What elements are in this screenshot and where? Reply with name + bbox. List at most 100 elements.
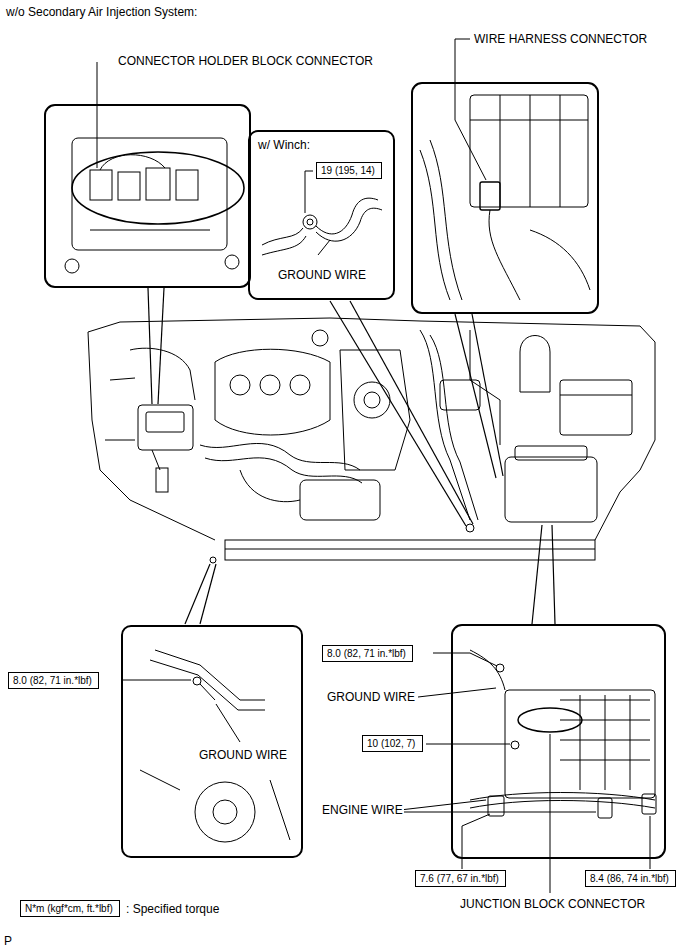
- wire-harness-detail: [455, 39, 486, 180]
- wire-harness-detail: [480, 182, 500, 210]
- engine-bay-illustration: [88, 332, 215, 540]
- ground-wire-detail: [123, 650, 290, 842]
- torque-value: 7.6 (77, 67 in.*lbf): [420, 872, 501, 885]
- engine-bay-illustration: [515, 446, 587, 460]
- engine-bay-illustration: [312, 330, 328, 346]
- engine-bay-illustration: [230, 375, 250, 395]
- engine-bay-illustration: [466, 524, 474, 532]
- junction-block-detail: [580, 695, 581, 790]
- callout-label: ENGINE WIRE: [321, 803, 404, 817]
- connector-holder-detail: [65, 259, 79, 273]
- engine-bay-illustration: [505, 457, 597, 522]
- connector-holder-detail: [72, 152, 244, 224]
- part-name: GROUND WIRE: [277, 268, 367, 282]
- detail-panel-outline: [45, 83, 665, 858]
- ground-wire-detail: [150, 660, 265, 710]
- page-code: P: [3, 934, 13, 948]
- callout-wedge-line: [350, 301, 473, 524]
- wire-harness-detail: [470, 120, 588, 121]
- detail-panel: w/ Winch: GROUND WIRE 19 (195, 14): [248, 130, 395, 300]
- callout-wedge-line: [158, 288, 164, 404]
- junction-block-detail: [518, 708, 582, 732]
- torque-box: 7.6 (77, 67 in.*lbf): [415, 870, 506, 887]
- callout-wedge-line: [185, 564, 210, 624]
- torque-value: 10 (102, 7): [367, 737, 418, 750]
- wire-harness-detail: [430, 140, 462, 300]
- engine-bay-illustration: [560, 380, 632, 435]
- ground-wire-detail: [213, 800, 237, 824]
- wire-harness-detail: [530, 95, 531, 207]
- wire-harness-detail: [470, 95, 588, 207]
- engine-bay-illustration: [105, 440, 135, 441]
- torque-value: N*m (kgf*cm, ft.*lbf): [25, 902, 115, 915]
- junction-block-detail: [650, 816, 651, 869]
- detail-panel-outline: [45, 105, 250, 287]
- junction-block-detail: [418, 688, 496, 697]
- connector-holder-detail: [97, 62, 98, 168]
- junction-block-detail: [433, 653, 497, 666]
- engine-bay-illustration: [205, 458, 362, 483]
- engine-bay-illustration: [88, 318, 655, 563]
- engine-bay-illustration: [210, 557, 216, 563]
- engine-bay-illustration: [260, 375, 280, 395]
- legend-sample-box: N*m (kgf*cm, ft.*lbf): [20, 900, 120, 917]
- torque-box: 8.0 (82, 71 in.*lbf): [322, 645, 413, 662]
- panel-heading: w/ Winch:: [257, 138, 311, 152]
- junction-block-detail: [400, 800, 486, 810]
- engine-bay-illustration: [240, 470, 300, 502]
- callout-label: GROUND WIRE: [326, 690, 416, 704]
- junction-block-detail: [550, 734, 551, 893]
- junction-block-detail: [511, 741, 519, 749]
- wire-harness-detail: [489, 210, 520, 300]
- junction-block-detail: [496, 664, 504, 672]
- ground-wire-detail: [200, 684, 215, 700]
- winch-ground-detail: [318, 240, 330, 255]
- engine-bay-illustration: [215, 349, 330, 435]
- wire-harness-detail: [530, 230, 590, 290]
- engine-bay-illustration: [156, 468, 168, 492]
- winch-ground-detail: [262, 236, 306, 255]
- ground-wire-detail: [216, 704, 240, 742]
- callout-wedge-line: [552, 525, 555, 624]
- winch-ground-detail: [316, 208, 382, 241]
- wire-harness-detail: [420, 150, 450, 300]
- callout-wedge-line: [148, 288, 555, 624]
- connector-holder-detail: [225, 255, 239, 269]
- winch-ground-detail: [316, 198, 378, 234]
- wire-harness-detail: [560, 95, 561, 207]
- connector-holder-detail: [146, 168, 170, 200]
- ground-wire-detail: [155, 650, 265, 700]
- torque-box: 19 (195, 14): [316, 162, 382, 179]
- engine-bay-illustration: [560, 395, 632, 396]
- engine-bay-illustration: [138, 405, 193, 450]
- connector-holder-detail: [176, 170, 198, 200]
- callout-wedge-line: [472, 314, 503, 476]
- connector-holder-detail: [65, 62, 244, 273]
- junction-block-detail: [598, 798, 612, 818]
- ground-wire-detail: [123, 680, 191, 681]
- winch-ground-detail: [307, 219, 313, 225]
- torque-value: 8.4 (86, 74 in.*lbf): [590, 872, 671, 885]
- engine-bay-illustration: [364, 392, 380, 408]
- engine-bay-illustration: [290, 375, 310, 395]
- engine-bay-illustration: [440, 380, 480, 410]
- junction-block-detail: [488, 796, 504, 816]
- callout-wedge-line: [330, 301, 466, 526]
- callout-label: CONNECTOR HOLDER BLOCK CONNECTOR: [117, 54, 374, 68]
- winch-ground-detail: [303, 215, 317, 229]
- torque-box: 10 (102, 7): [362, 735, 423, 752]
- engine-bay-illustration: [430, 335, 478, 520]
- torque-value: 19 (195, 14): [321, 164, 377, 177]
- part-name: GROUND WIRE: [198, 748, 288, 762]
- engine-bay-illustration: [354, 382, 390, 418]
- connector-holder-detail: [72, 138, 227, 250]
- callout-wedge-line: [148, 288, 152, 404]
- callout-label: JUNCTION BLOCK CONNECTOR: [459, 897, 646, 911]
- page-title: w/o Secondary Air Injection System:: [5, 5, 198, 19]
- callout-wedge-line: [200, 564, 216, 624]
- connector-holder-detail: [118, 172, 140, 200]
- ground-wire-detail: [193, 677, 201, 685]
- winch-ground-detail: [262, 171, 382, 255]
- engine-bay-illustration: [520, 336, 550, 393]
- junction-block-detail: [470, 801, 655, 809]
